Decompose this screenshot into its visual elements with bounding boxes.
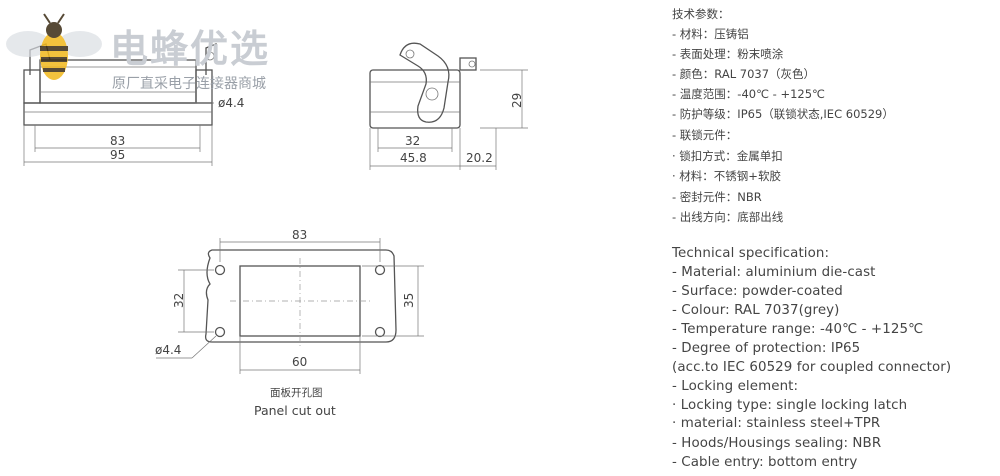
watermark-brand: 电蜂优选 bbox=[110, 27, 271, 71]
spec-en-2: - Surface: powder-coated bbox=[672, 284, 843, 299]
spec-en-8: · Locking type: single locking latch bbox=[672, 398, 908, 413]
spec-en-0: Technical specification: bbox=[672, 246, 830, 261]
spec-en-1: - Material: aluminium die-cast bbox=[672, 265, 876, 280]
side-pin bbox=[459, 57, 477, 71]
spec-zh-0: 技术参数： bbox=[672, 7, 730, 21]
side-dim-20-2: 20.2 bbox=[466, 151, 493, 165]
spec-en-4: - Temperature range: -40℃ - +125℃ bbox=[672, 322, 924, 337]
cutout-hole-bl bbox=[214, 326, 226, 338]
spec-zh-9: - 密封元件：NBR bbox=[672, 190, 762, 204]
cutout-dim-83: 83 bbox=[292, 228, 307, 242]
front-right-latch bbox=[205, 43, 217, 75]
cutout-dim-60: 60 bbox=[292, 355, 307, 369]
side-dim-29: 29 bbox=[510, 93, 524, 108]
cutout-dim-35: 35 bbox=[402, 293, 416, 308]
cutout-hole-br bbox=[374, 326, 386, 338]
front-view: ø4.4 83 95 bbox=[23, 43, 244, 166]
spec-en-10: - Hoods/Housings sealing: NBR bbox=[672, 436, 882, 451]
spec-zh-1: - 材料：压铸铝 bbox=[672, 27, 749, 41]
cutout-title-en: Panel cut out bbox=[254, 403, 336, 418]
spec-panel: 技术参数： - 材料：压铸铝 - 表面处理：粉末喷涂 - 颜色：RAL 7037… bbox=[668, 0, 998, 476]
spec-en-3: - Colour: RAL 7037(grey) bbox=[672, 303, 840, 318]
spec-zh-3: - 颜色：RAL 7037（灰色） bbox=[672, 67, 816, 81]
spec-zh-4: - 温度范围：-40℃ - +125℃ bbox=[672, 87, 825, 101]
spec-zh-8: · 材料：不锈钢+软胶 bbox=[672, 169, 781, 183]
side-body bbox=[369, 69, 461, 129]
watermark-tagline: 原厂直采电子连接器商城 bbox=[112, 76, 266, 92]
front-dim-95: 95 bbox=[110, 148, 125, 162]
front-body bbox=[39, 59, 197, 104]
spec-en-6: (acc.to IEC 60529 for coupled connector) bbox=[672, 360, 952, 375]
spec-zh-10: - 出线方向：底部出线 bbox=[672, 210, 784, 224]
panel-cutout: 83 32 35 60 ø4.4 面板开孔图 Panel cut out bbox=[155, 228, 424, 418]
cutout-hole-tl bbox=[214, 264, 226, 276]
spec-zh-5: - 防护等级：IP65（联锁状态,IEC 60529） bbox=[672, 107, 894, 121]
cutout-hole-label: ø4.4 bbox=[155, 343, 181, 357]
side-dim-45-8: 45.8 bbox=[400, 151, 427, 165]
front-hole-label: ø4.4 bbox=[218, 96, 244, 110]
cutout-hole-tr bbox=[374, 264, 386, 276]
spec-en-11: - Cable entry: bottom entry bbox=[672, 455, 858, 470]
side-dim-32: 32 bbox=[405, 134, 420, 148]
side-latch bbox=[399, 42, 450, 123]
cutout-plate bbox=[204, 249, 397, 343]
front-left-lug bbox=[23, 69, 41, 104]
spec-zh-7: · 锁扣方式：金属单扣 bbox=[672, 149, 783, 163]
technical-drawing: ø4.4 83 95 29 32 45. bbox=[6, 13, 528, 418]
front-dim-83: 83 bbox=[110, 134, 125, 148]
spec-zh-2: - 表面处理：粉末喷涂 bbox=[672, 47, 784, 61]
spec-en-9: · material: stainless steel+TPR bbox=[672, 416, 881, 431]
front-base bbox=[23, 102, 213, 126]
spec-zh-6: - 联锁元件： bbox=[672, 128, 738, 142]
spec-en-5: - Degree of protection: IP65 bbox=[672, 341, 861, 356]
cutout-title-zh: 面板开孔图 bbox=[270, 386, 323, 399]
bee-logo-icon bbox=[6, 13, 102, 80]
cutout-dim-32: 32 bbox=[172, 293, 186, 308]
spec-en-7: - Locking element: bbox=[672, 379, 799, 394]
side-view: 29 32 45.8 20.2 bbox=[369, 42, 528, 170]
